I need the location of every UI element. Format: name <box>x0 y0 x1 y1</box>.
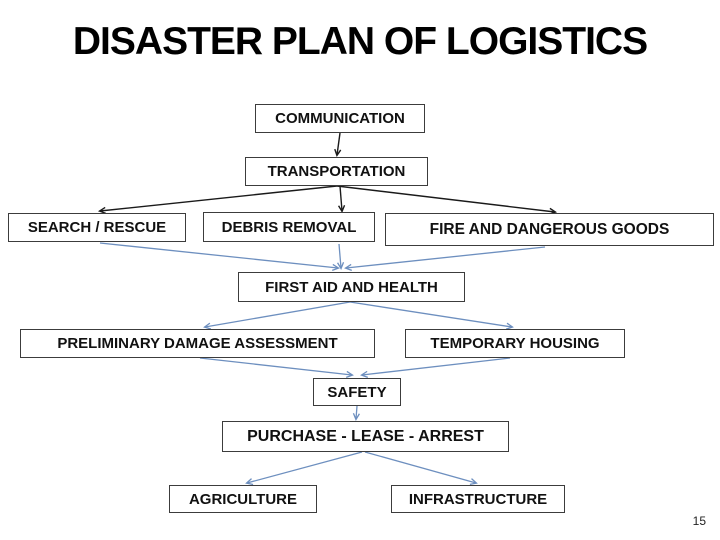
arrow-communication-to-transportation <box>334 132 342 158</box>
slide-title: DISASTER PLAN OF LOGISTICS <box>72 20 648 63</box>
arrow-fire-goods-to-first-aid <box>344 246 546 272</box>
page-number: 15 <box>692 514 706 528</box>
node-search-rescue: SEARCH / RESCUE <box>8 213 186 242</box>
arrow-transportation-to-fire-goods <box>336 185 558 215</box>
node-preliminary-damage-assessment: PRELIMINARY DAMAGE ASSESSMENT <box>20 329 375 358</box>
node-agriculture: AGRICULTURE <box>169 485 317 513</box>
node-communication: COMMUNICATION <box>255 104 425 133</box>
node-purchase-lease-arrest: PURCHASE - LEASE - ARREST <box>222 421 509 452</box>
node-debris-removal: DEBRIS REMOVAL <box>203 212 375 242</box>
arrow-search-rescue-to-first-aid <box>99 242 340 272</box>
node-fire-and-dangerous-goods: FIRE AND DANGEROUS GOODS <box>385 213 714 246</box>
arrow-transportation-to-debris-removal <box>337 185 346 214</box>
node-first-aid-and-health: FIRST AID AND HEALTH <box>238 272 465 302</box>
arrow-purchase-to-agriculture <box>245 451 363 486</box>
arrow-first-aid-to-damage-assessment <box>203 301 351 330</box>
node-transportation: TRANSPORTATION <box>245 157 428 186</box>
arrow-transportation-to-search-rescue <box>97 185 338 215</box>
arrow-debris-removal-to-first-aid <box>336 243 345 270</box>
node-infrastructure: INFRASTRUCTURE <box>391 485 565 513</box>
arrow-damage-assessment-to-safety <box>199 357 354 378</box>
arrow-temporary-housing-to-safety <box>360 357 511 378</box>
node-temporary-housing: TEMPORARY HOUSING <box>405 329 625 358</box>
arrow-first-aid-to-temporary-housing <box>349 301 514 330</box>
node-safety: SAFETY <box>313 378 401 406</box>
arrow-safety-to-purchase <box>352 405 360 421</box>
arrow-purchase-to-infrastructure <box>364 451 478 486</box>
